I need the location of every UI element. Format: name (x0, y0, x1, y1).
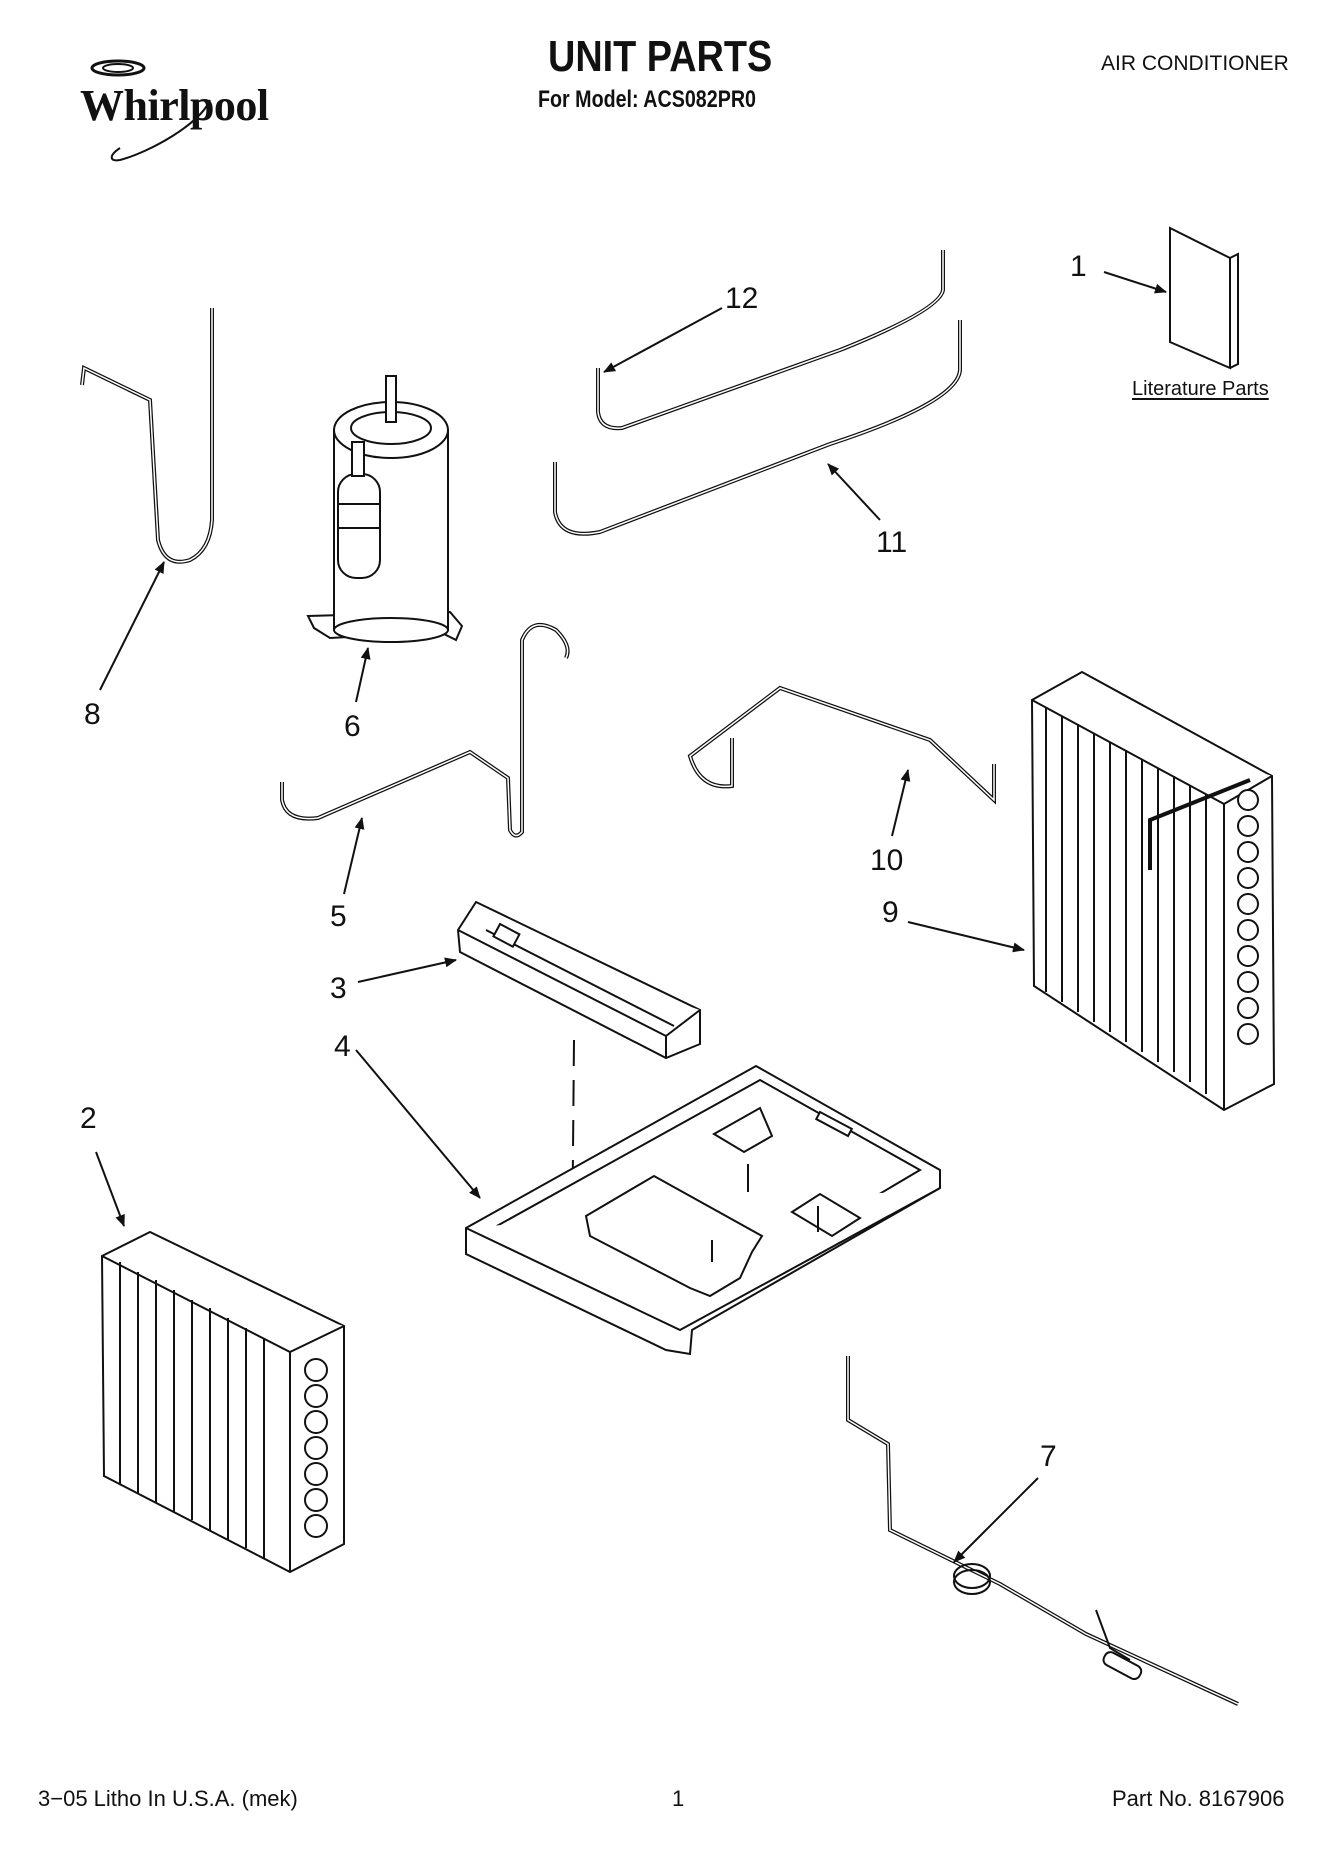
brand-name: Whirlpool (80, 81, 269, 130)
callout-arrow-12 (603, 308, 722, 372)
callout-arrow-9 (908, 922, 1025, 953)
callout-number-8: 8 (84, 698, 101, 731)
callout-number-5: 5 (330, 900, 347, 933)
callout-arrow-5 (344, 817, 365, 894)
brand-logo: Whirlpool (60, 52, 290, 162)
product-category: AIR CONDITIONER (1101, 52, 1289, 75)
callout-arrow-10 (892, 769, 911, 836)
evaporator-coil-part (102, 1232, 344, 1572)
callout-number-2: 2 (80, 1102, 97, 1135)
callout-number-6: 6 (344, 710, 361, 743)
condenser-coil-part (1032, 672, 1274, 1110)
base-pan-part (466, 1066, 940, 1354)
tube-part-8 (82, 308, 212, 562)
literature-parts-label: Literature Parts (1132, 378, 1269, 400)
footer-litho: 3−05 Litho In U.S.A. (mek) (38, 1786, 298, 1811)
compressor-part (308, 376, 462, 642)
tube-part-10 (690, 688, 994, 800)
callout-number-12: 12 (725, 282, 759, 315)
callout-number-4: 4 (334, 1030, 351, 1063)
literature-booklet-part (1170, 228, 1238, 368)
logo-swirl-icon (90, 59, 211, 162)
callout-number-7: 7 (1040, 1440, 1057, 1473)
callout-arrow-4 (356, 1050, 480, 1199)
capillary-tube-part-7 (848, 1356, 1238, 1704)
callout-arrow-1 (1104, 272, 1167, 294)
callout-arrow-6 (356, 647, 371, 702)
callout-number-3: 3 (330, 972, 347, 1005)
callout-arrow-11 (828, 463, 880, 520)
callout-arrow-2 (96, 1152, 124, 1227)
tube-part-12 (598, 250, 943, 428)
callout-number-11: 11 (876, 526, 908, 559)
footer-page-number: 1 (672, 1786, 685, 1811)
callout-number-10: 10 (870, 844, 904, 877)
model-line: For Model: ACS082PR0 (538, 86, 756, 113)
footer-part-number: Part No. 8167906 (1112, 1786, 1285, 1811)
callout-arrow-3 (358, 957, 457, 982)
callout-number-1: 1 (1070, 250, 1087, 283)
callout-number-9: 9 (882, 896, 899, 929)
bracket-part-3 (458, 902, 700, 1058)
callout-arrow-7 (953, 1478, 1038, 1563)
page-title: UNIT PARTS (548, 32, 773, 81)
callout-arrow-8 (100, 561, 164, 690)
tube-part-5 (282, 625, 568, 836)
